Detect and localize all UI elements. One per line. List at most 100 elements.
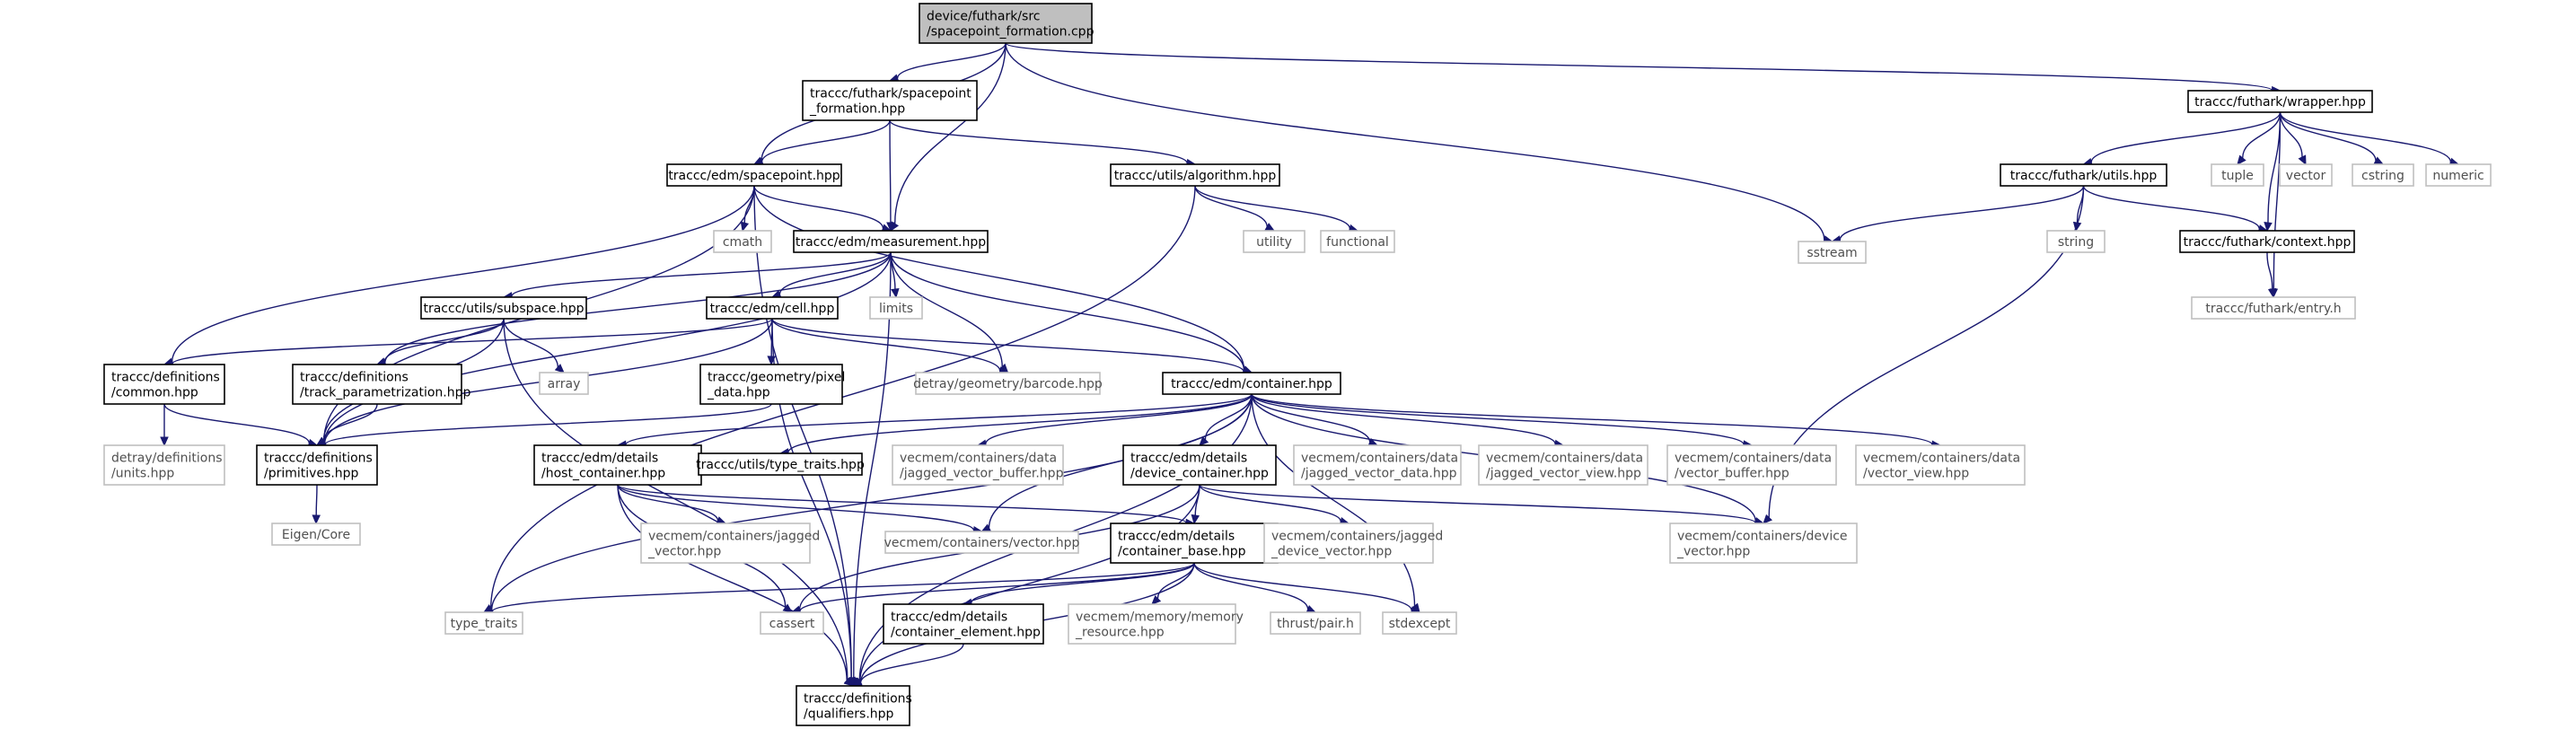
- node-track_param[interactable]: traccc/definitions/track_parametrization…: [292, 364, 470, 405]
- node-cstring: cstring: [2352, 163, 2414, 187]
- node-root[interactable]: device/futhark/src/spacepoint_formation.…: [919, 3, 1095, 44]
- node-label: _data.hpp: [707, 386, 770, 400]
- node-dev_cont[interactable]: traccc/edm/details/device_container.hpp: [1122, 444, 1277, 486]
- edge-subspace-to-track_param: [375, 318, 505, 366]
- node-label: traccc/futhark/wrapper.hpp: [2194, 95, 2366, 110]
- node-label: _vector.hpp: [647, 545, 721, 559]
- edge-f_utils-to-sstream: [1831, 185, 2085, 244]
- node-box: [699, 364, 843, 405]
- node-box: [444, 611, 523, 635]
- edge-dev_cont-to-devvec: [1199, 484, 1765, 528]
- node-jvec: vecmem/containers/jagged_vector.hpp: [640, 523, 820, 564]
- node-sstream: sstream: [1798, 241, 1867, 264]
- node-label: traccc/utils/subspace.hpp: [423, 302, 584, 316]
- node-box: [2279, 163, 2333, 187]
- node-label: numeric: [2432, 169, 2484, 183]
- node-common[interactable]: traccc/definitions/common.hpp: [103, 364, 225, 405]
- node-box: [793, 230, 989, 253]
- node-label: tuple: [2221, 169, 2254, 183]
- node-box: [760, 611, 824, 635]
- node-label: traccc/definitions: [111, 371, 220, 385]
- node-subspace[interactable]: traccc/utils/subspace.hpp: [420, 296, 587, 320]
- node-primitives[interactable]: traccc/definitions/primitives.hpp: [256, 444, 378, 486]
- node-label: traccc/futhark/context.hpp: [2184, 235, 2352, 250]
- node-f_utils[interactable]: traccc/futhark/utils.hpp: [2000, 163, 2167, 187]
- node-host_cont[interactable]: traccc/edm/details/host_container.hpp: [533, 444, 702, 486]
- node-label: vecmem/containers/data: [900, 452, 1057, 466]
- edge-arrowhead: [886, 222, 895, 233]
- node-label: traccc/utils/type_traits.hpp: [696, 458, 865, 472]
- edge-container-to-stdexcept: [1251, 393, 1420, 613]
- node-label: traccc/edm/measurement.hpp: [796, 235, 986, 250]
- node-jvv: vecmem/containers/data/jagged_vector_vie…: [1478, 444, 1648, 486]
- node-box: [1263, 523, 1434, 564]
- edge-spacepoint-to-measurement: [753, 185, 892, 233]
- node-label: /vector_view.hpp: [1863, 467, 1969, 481]
- node-wrapper[interactable]: traccc/futhark/wrapper.hpp: [2187, 90, 2373, 113]
- edge-subspace-to-array: [503, 318, 565, 373]
- node-box: [640, 523, 811, 564]
- node-label: /jagged_vector_view.hpp: [1486, 467, 1641, 481]
- node-label: traccc/edm/details: [1118, 530, 1235, 544]
- edge-root-to-sp_form: [888, 42, 1007, 83]
- node-label: vecmem/memory/memory: [1076, 610, 1244, 625]
- node-box: [1798, 241, 1867, 264]
- node-pixel[interactable]: traccc/geometry/pixel_data.hpp: [699, 364, 845, 405]
- node-type_traits: type_traits: [444, 611, 523, 635]
- edge-measurement-to-container: [890, 251, 1253, 374]
- node-limits: limits: [869, 296, 923, 320]
- edge-container-to-jvbd: [976, 393, 1253, 448]
- node-box: [292, 364, 462, 405]
- edge-root-to-sstream: [1005, 42, 1833, 244]
- node-measurement[interactable]: traccc/edm/measurement.hpp: [793, 230, 989, 253]
- node-box: [1320, 230, 1395, 253]
- node-context[interactable]: traccc/futhark/context.hpp: [2179, 230, 2355, 253]
- node-label: traccc/futhark/spacepoint: [810, 87, 971, 101]
- edge-arrowhead: [843, 677, 854, 687]
- edge-arrowhead: [1763, 514, 1772, 524]
- node-label: /host_container.hpp: [541, 467, 665, 481]
- edge-primitives-to-eigen: [312, 484, 321, 525]
- node-label: /spacepoint_formation.cpp: [927, 25, 1095, 40]
- node-box: [1478, 444, 1648, 486]
- node-algorithm[interactable]: traccc/utils/algorithm.hpp: [1110, 163, 1280, 187]
- node-label: traccc/futhark/entry.h: [2205, 302, 2341, 316]
- edge-arrowhead: [740, 221, 750, 233]
- node-label: vecmem/containers/vector.hpp: [884, 536, 1080, 550]
- node-label: traccc/edm/spacepoint.hpp: [668, 169, 840, 183]
- node-label: vecmem/containers/data: [1486, 452, 1643, 466]
- edge-container-to-jvd: [1251, 393, 1379, 446]
- node-box: [869, 296, 923, 320]
- node-label: utility: [1256, 235, 1292, 250]
- node-type_traits_h[interactable]: traccc/utils/type_traits.hpp: [696, 452, 865, 476]
- node-vv: vecmem/containers/data/vector_view.hpp: [1855, 444, 2026, 486]
- node-spacepoint[interactable]: traccc/edm/spacepoint.hpp: [666, 163, 842, 187]
- node-jvd: vecmem/containers/data/jagged_vector_dat…: [1293, 444, 1462, 486]
- node-label: device/futhark/src: [927, 10, 1040, 24]
- edge-arrowhead: [2267, 287, 2277, 299]
- edge-context-to-entry: [2266, 251, 2277, 299]
- node-cell[interactable]: traccc/edm/cell.hpp: [706, 296, 839, 320]
- node-cmath: cmath: [713, 230, 772, 253]
- edge-host_cont-to-jvec: [617, 484, 727, 525]
- node-qualifiers[interactable]: traccc/definitions/qualifiers.hpp: [796, 685, 912, 726]
- node-box: [1382, 611, 1457, 635]
- node-sp_form[interactable]: traccc/futhark/spacepoint_formation.hpp: [802, 80, 978, 121]
- node-box: [883, 603, 1044, 645]
- node-box: [1110, 163, 1280, 187]
- node-cont_base[interactable]: traccc/edm/details/container_base.hpp: [1110, 523, 1279, 564]
- node-box: [2187, 90, 2373, 113]
- node-box: [1068, 603, 1236, 645]
- node-container[interactable]: traccc/edm/container.hpp: [1162, 372, 1341, 395]
- node-label: /jagged_vector_data.hpp: [1301, 467, 1457, 481]
- edge-container-to-vv: [1251, 393, 1942, 450]
- edge-sp_form-to-spacepoint: [752, 119, 891, 166]
- node-box: [1122, 444, 1277, 486]
- node-cont_elem[interactable]: traccc/edm/details/container_element.hpp: [883, 603, 1044, 645]
- edge-sp_form-to-measurement: [886, 119, 895, 233]
- edge-host_cont-to-qualifiers: [617, 484, 854, 687]
- node-box: [420, 296, 587, 320]
- node-array: array: [539, 372, 589, 395]
- node-box: [533, 444, 702, 486]
- node-box: [2352, 163, 2414, 187]
